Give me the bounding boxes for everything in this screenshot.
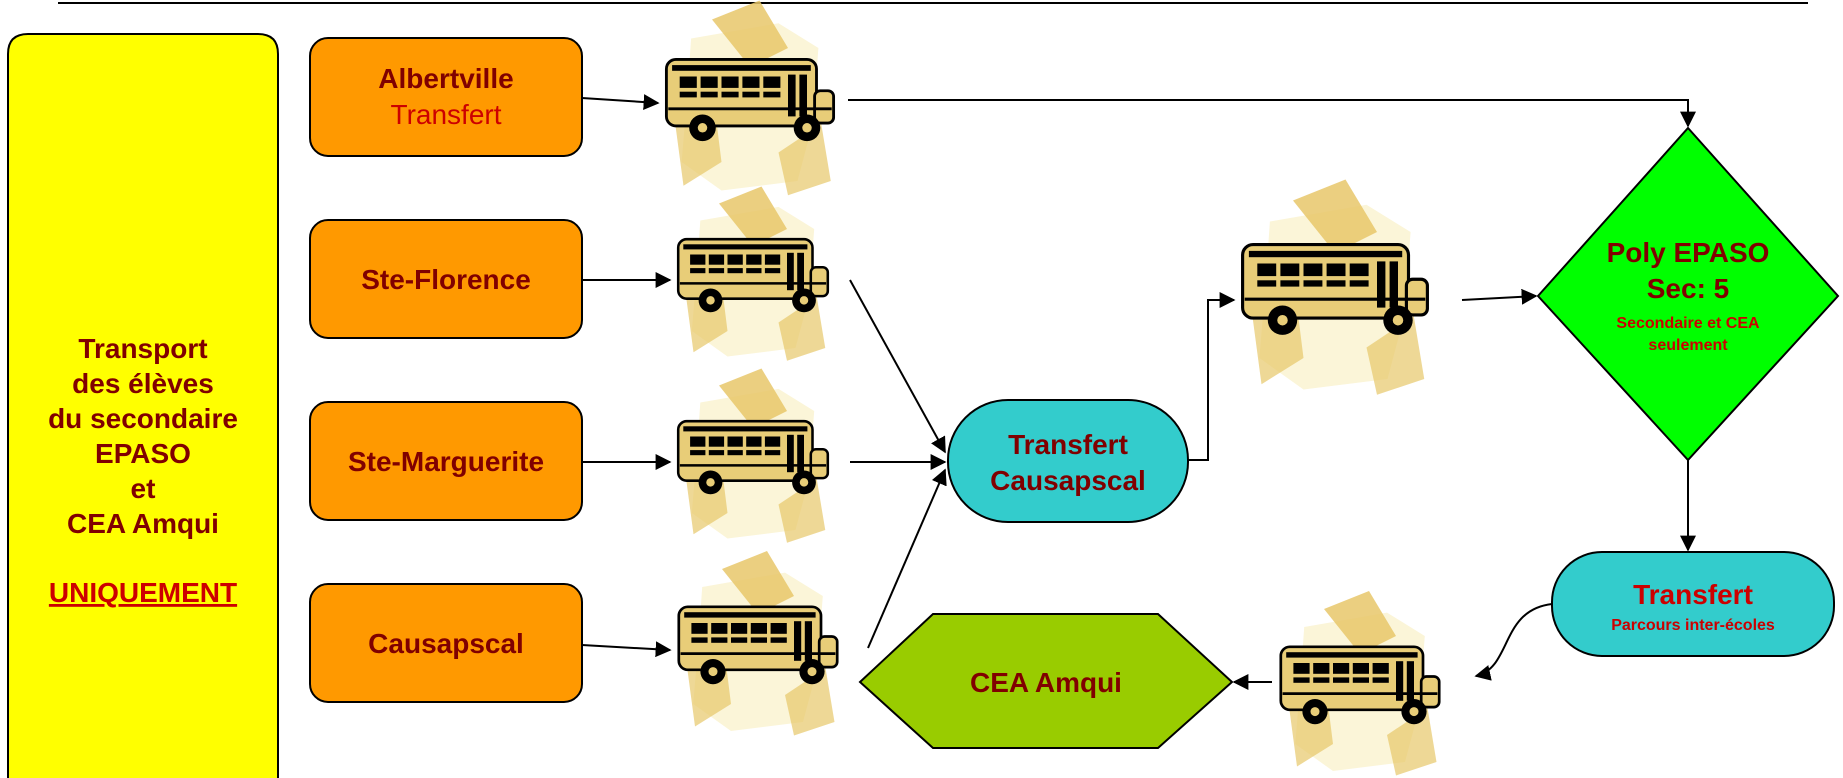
transfer-causapscal-line2: Causapscal xyxy=(990,465,1146,496)
source-ste-florence: Ste-Florence xyxy=(309,219,583,339)
transfer-causapscal-line1: Transfert xyxy=(1008,429,1128,460)
poly-line3: Secondaire et CEA xyxy=(1616,315,1760,332)
sidebar-line-2: des élèves xyxy=(72,368,214,399)
source-causapscal-name: Causapscal xyxy=(368,628,524,659)
school-bus-icon xyxy=(1241,177,1429,397)
source-ste-marguerite: Ste-Marguerite xyxy=(309,401,583,521)
school-bus-icon xyxy=(676,367,830,545)
school-bus-icon xyxy=(677,549,839,737)
poly-line2: Sec: 5 xyxy=(1647,273,1730,304)
edge-albertville-bus xyxy=(581,94,660,111)
sidebar-line-1: Transport xyxy=(78,333,207,364)
source-ste-florence-name: Ste-Florence xyxy=(361,264,531,295)
source-ste-marguerite-name: Ste-Marguerite xyxy=(348,446,544,477)
cea-amqui-label: CEA Amqui xyxy=(970,667,1122,698)
sidebar-line-3: du secondaire xyxy=(48,403,238,434)
edge-bus-poly-2 xyxy=(1461,288,1538,305)
source-albertville: Albertville Transfert xyxy=(309,37,583,157)
poly-line4: seulement xyxy=(1648,337,1728,354)
edge-causapscal-bus xyxy=(581,641,672,658)
poly-line1: Poly EPASO xyxy=(1607,237,1770,268)
sidebar: Transport des élèves du secondaire EPASO… xyxy=(7,33,279,778)
transfer-inter-sub: Parcours inter-écoles xyxy=(1611,617,1775,634)
edge-florence-bus-transfer xyxy=(849,279,946,454)
transfer-causapscal-node: Transfert Causapscal xyxy=(947,399,1189,523)
source-albertville-name: Albertville xyxy=(378,63,513,94)
cea-amqui-node: CEA Amqui xyxy=(858,613,1234,749)
sidebar-line-5: et xyxy=(131,473,156,504)
sidebar-line-4: EPASO xyxy=(95,438,191,469)
edge-bus-poly xyxy=(848,99,1696,128)
sidebar-line-6: CEA Amqui xyxy=(67,508,219,539)
poly-epaso-node: Poly EPASO Sec: 5 Secondaire et CEA seul… xyxy=(1536,126,1840,462)
school-bus-icon xyxy=(1279,589,1441,777)
transfer-inter-node: Transfert Parcours inter-écoles xyxy=(1551,551,1835,657)
edge-causapscal-bus-transfer xyxy=(867,468,947,649)
edge-transfer-bus-up xyxy=(1188,292,1236,461)
school-bus-icon xyxy=(676,185,830,363)
edge-transfer-inter-bus xyxy=(1474,603,1553,681)
school-bus-icon xyxy=(664,0,836,197)
sidebar-emphasis: UNIQUEMENT xyxy=(49,577,237,608)
transfer-inter-title: Transfert xyxy=(1633,579,1753,610)
source-causapscal: Causapscal xyxy=(309,583,583,703)
source-albertville-sub: Transfert xyxy=(391,99,502,130)
